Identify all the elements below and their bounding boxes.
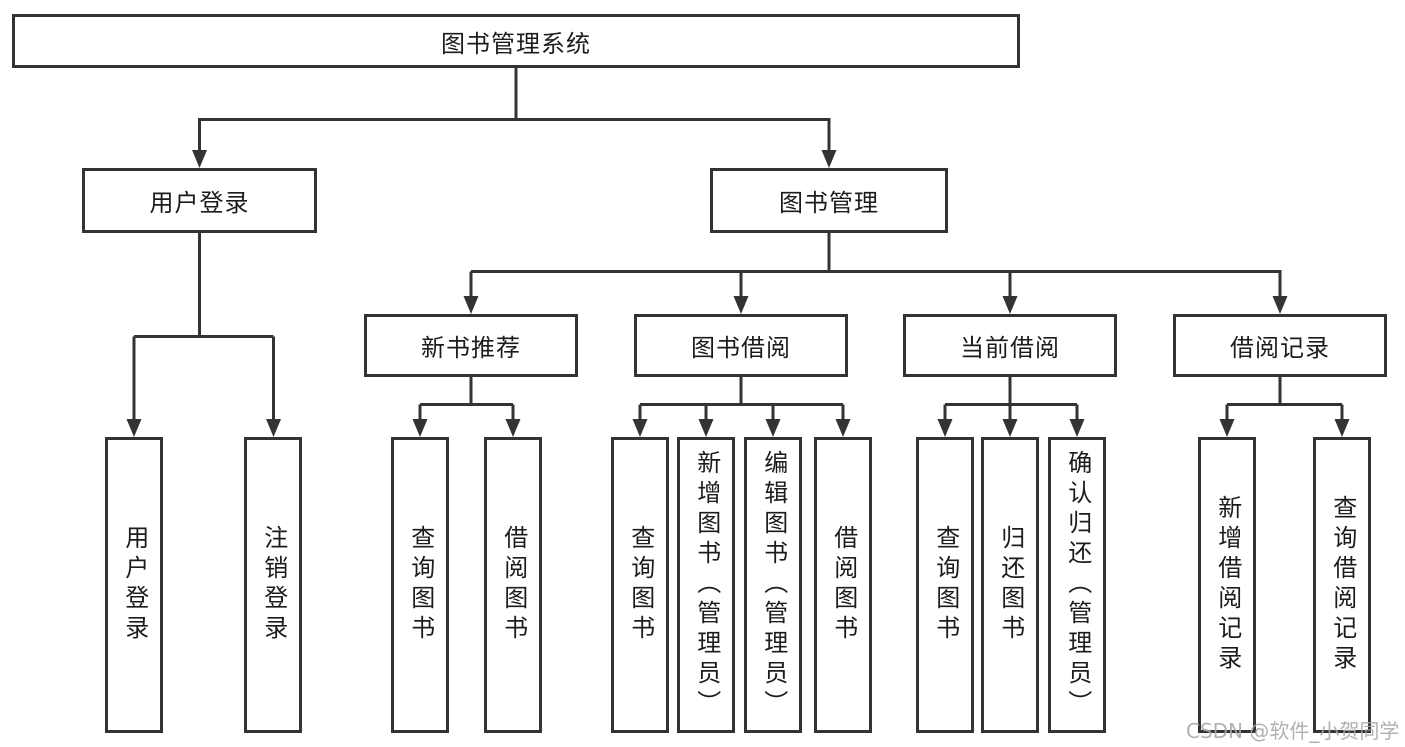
arrow-down-icon (698, 419, 714, 437)
leaf-user-login: 用户登录 (105, 437, 163, 733)
leaf-add-borrow-record: 新增借阅记录 (1198, 437, 1256, 733)
node-label: 图书借阅 (691, 334, 791, 362)
leaf-borrow-book: 借阅图书 (814, 437, 872, 733)
arrow-down-icon (733, 296, 749, 314)
connector-new-book-rec-children (418, 377, 515, 421)
node-current-borrow: 当前借阅 (903, 314, 1117, 377)
node-user-login: 用户登录 (82, 168, 317, 233)
node-label: 新增图书（管理员） (692, 450, 721, 720)
leaf-borrow-query-book: 查询图书 (611, 437, 669, 733)
arrow-down-icon (835, 419, 851, 437)
node-label: 归还图书 (996, 525, 1025, 645)
arrow-down-icon (1002, 296, 1018, 314)
node-label: 确认归还（管理员） (1063, 450, 1092, 720)
node-book-management: 图书管理 (710, 168, 948, 233)
connector-root-to-level2 (198, 68, 831, 152)
connector-user-login-children (132, 233, 275, 421)
arrow-down-icon (412, 419, 428, 437)
node-label: 查询图书 (626, 525, 655, 645)
node-label: 图书管理系统 (441, 29, 591, 58)
arrow-down-icon (765, 419, 781, 437)
arrow-down-icon (1334, 419, 1350, 437)
leaf-rec-borrow-book: 借阅图书 (484, 437, 542, 733)
arrow-down-icon (266, 419, 281, 437)
leaf-edit-book-admin: 编辑图书（管理员） (744, 437, 802, 733)
connector-book-mgmt-to-level3 (469, 233, 1282, 298)
arrow-down-icon (463, 296, 479, 314)
leaf-rec-query-book: 查询图书 (391, 437, 449, 733)
leaf-query-borrow-record: 查询借阅记录 (1313, 437, 1371, 733)
node-library-system: 图书管理系统 (12, 14, 1020, 68)
node-label: 注销登录 (259, 525, 288, 645)
arrow-down-icon (192, 150, 207, 168)
arrow-down-icon (1069, 419, 1085, 437)
arrow-down-icon (505, 419, 521, 437)
node-label: 用户登录 (149, 189, 250, 217)
csdn-watermark: CSDN @软件_小贺同学 (1186, 719, 1400, 743)
node-new-book-recommend: 新书推荐 (364, 314, 578, 377)
leaf-confirm-return-admin: 确认归还（管理员） (1048, 437, 1106, 733)
node-label: 借阅图书 (499, 525, 528, 645)
node-label: 借阅记录 (1230, 334, 1330, 362)
node-label: 新书推荐 (421, 334, 521, 362)
arrow-down-icon (821, 150, 837, 168)
connector-borrow-records-children (1225, 377, 1344, 421)
node-label: 编辑图书（管理员） (759, 450, 788, 720)
arrow-down-icon (632, 419, 648, 437)
node-borrow-records: 借阅记录 (1173, 314, 1387, 377)
node-label: 查询图书 (931, 525, 960, 645)
leaf-current-query-book: 查询图书 (916, 437, 974, 733)
arrow-down-icon (1219, 419, 1235, 437)
connector-current-borrow-children (943, 377, 1079, 421)
leaf-logout: 注销登录 (244, 437, 302, 733)
arrow-down-icon (937, 419, 953, 437)
node-label: 图书管理 (779, 189, 879, 217)
node-label: 查询图书 (406, 525, 435, 645)
arrow-down-icon (1272, 296, 1288, 314)
node-label: 借阅图书 (829, 525, 858, 645)
node-label: 新增借阅记录 (1213, 495, 1242, 675)
arrow-down-icon (1002, 419, 1018, 437)
arrow-down-icon (126, 419, 142, 437)
leaf-return-book: 归还图书 (981, 437, 1039, 733)
node-label: 用户登录 (120, 525, 149, 645)
node-label: 当前借阅 (960, 334, 1060, 362)
node-label: 查询借阅记录 (1328, 495, 1357, 675)
node-book-borrow: 图书借阅 (634, 314, 848, 377)
leaf-add-book-admin: 新增图书（管理员） (677, 437, 735, 733)
connector-book-borrow-children (638, 377, 845, 421)
